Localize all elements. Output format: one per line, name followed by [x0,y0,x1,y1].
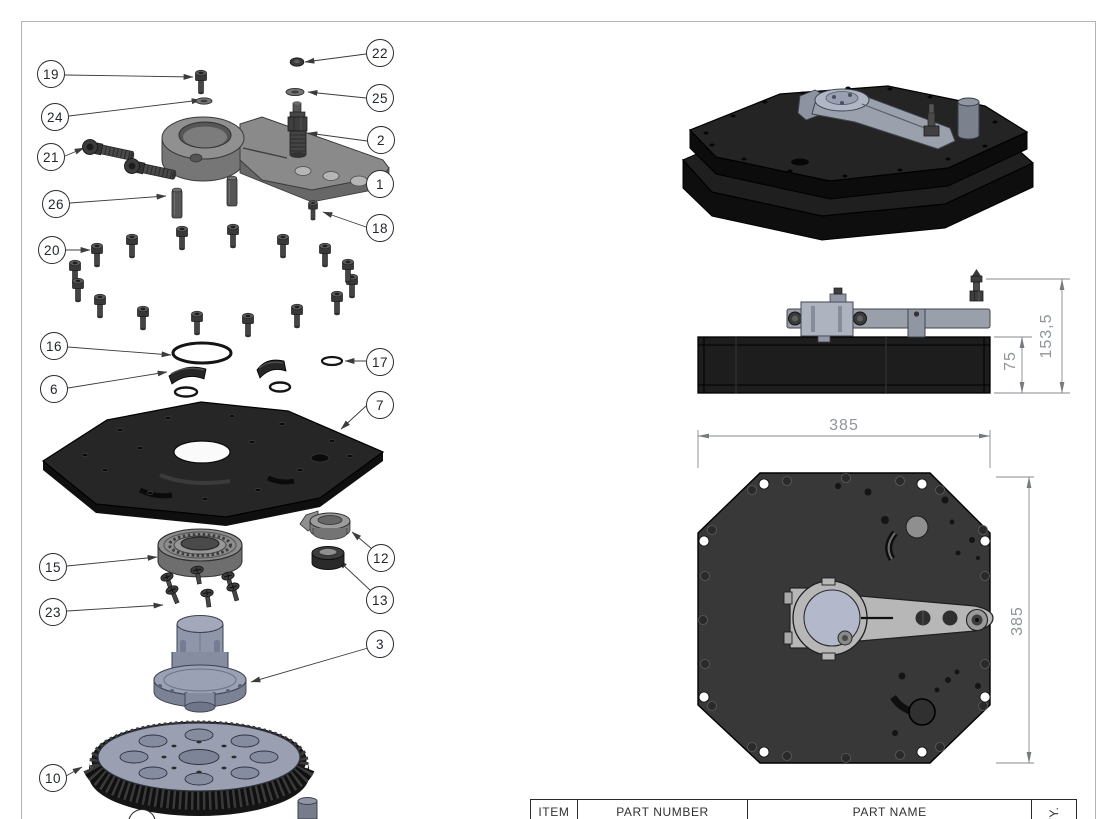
part-pin-26a [171,187,183,219]
drawing-frame-border [21,21,1096,819]
part-servo-arm [161,116,390,203]
side-view-dimensions [986,278,1070,394]
part-screw-18 [308,200,318,221]
part-screw-arc-20 [69,223,358,338]
bom-header-part-number: PART NUMBER [578,800,749,819]
dim-body-height: 75 [1002,351,1019,371]
balloon-6: 6 [40,375,68,403]
part-pin-26b [226,175,238,207]
part-seal-segment-6 [168,366,207,385]
balloon-25: 25 [366,84,394,112]
part-oring-small-left [173,386,199,398]
part-washer-24 [195,97,213,105]
leader-lines [64,53,373,777]
part-gear-10 [83,720,315,816]
balloon-15: 15 [39,553,67,581]
bom-header-item: ITEM [531,800,578,819]
bom-header-part-name: PART NAME [748,800,1033,819]
part-stud-2 [287,101,308,158]
view-isometric-assembly [681,85,1035,241]
part-gland-12 [299,510,351,540]
part-hub-3 [153,615,247,713]
balloon-3: 3 [366,630,394,658]
balloon-24: 24 [41,103,69,131]
part-top-plate-7 [41,401,385,526]
part-screw-19 [195,69,207,95]
balloon-26: 26 [42,190,70,218]
balloon-1: 1 [366,170,394,198]
balloon-23: 23 [39,598,67,626]
part-washer-25 [285,87,305,97]
balloon-17: 17 [366,348,394,376]
balloon-19: 19 [37,60,65,88]
part-oring-17 [320,355,344,367]
balloon-12: 12 [367,544,395,572]
part-standoff-cylinder [297,797,318,819]
balloon-10: 10 [39,764,67,792]
part-bearing-13 [311,546,345,570]
dim-total-height: 153,5 [1038,313,1055,359]
balloon-21: 21 [37,143,65,171]
top-view-dimensions [697,430,1034,764]
part-bearing-15 [157,528,243,578]
part-nut-22 [289,57,305,67]
bom-header-qty: QTY. [1032,800,1076,819]
part-oring-small-right [268,381,292,393]
bom-table: ITEM PART NUMBER PART NAME QTY. [530,799,1077,819]
dim-top-width: 385 [829,417,859,434]
view-side [697,269,991,394]
balloon-7: 7 [366,391,394,419]
view-top [697,472,994,764]
balloon-2: 2 [367,126,395,154]
balloon-16: 16 [40,332,68,360]
dim-right-height: 385 [1009,606,1026,636]
iso-arm-assembly [797,88,980,150]
balloon-18: 18 [366,214,394,242]
part-seal-segment-6b [256,359,287,379]
top-view-arm [783,577,994,661]
part-oring-16 [171,341,233,365]
balloon-20: 20 [38,236,66,264]
balloon-22: 22 [366,39,394,67]
balloon-13: 13 [366,586,394,614]
